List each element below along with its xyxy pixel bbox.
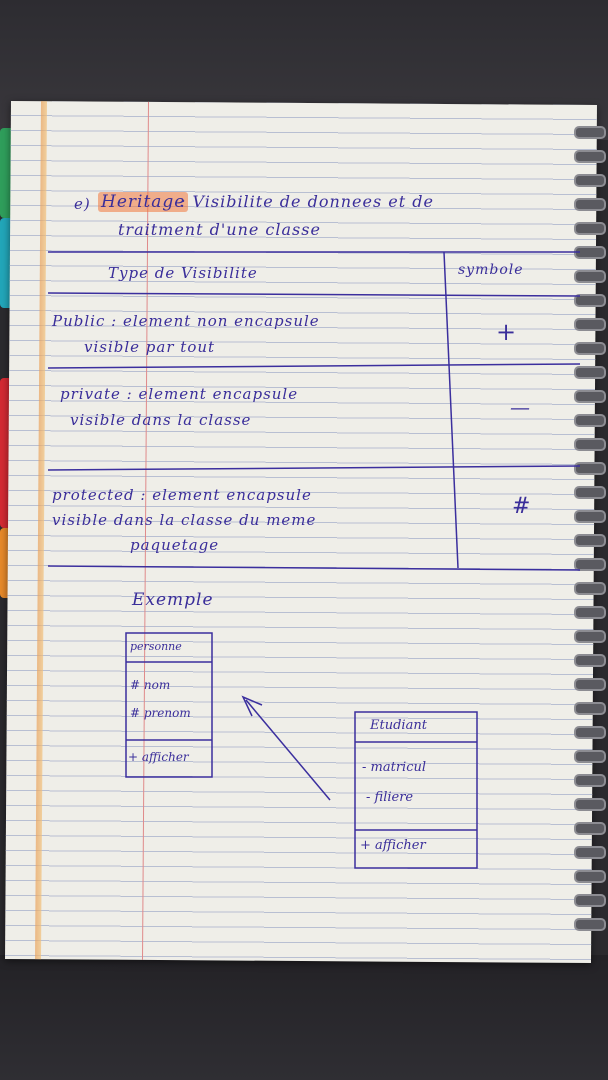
table-header-type: Type de Visibilite <box>108 264 258 282</box>
spiral-coil <box>574 678 606 691</box>
spiral-coil <box>574 822 606 835</box>
row-private-line2: visible dans la classe <box>70 411 252 429</box>
row-protected-symbol: # <box>512 494 532 519</box>
spiral-coil <box>574 534 606 547</box>
spiral-coil <box>574 894 606 907</box>
spiral-coil <box>574 606 606 619</box>
class-personne-name: personne <box>130 640 182 653</box>
class-personne-method1: + afficher <box>128 750 189 764</box>
row-public-line1: Public : element non encapsule <box>52 312 320 330</box>
spiral-coil <box>574 846 606 859</box>
spiral-binding <box>574 126 608 946</box>
row-protected-line1: protected : element encapsule <box>52 486 312 504</box>
class-etudiant-attr2: - filiere <box>366 790 414 805</box>
spiral-coil <box>574 390 606 403</box>
row-private-symbol: — <box>510 395 531 419</box>
spiral-coil <box>574 654 606 667</box>
spiral-coil <box>574 270 606 283</box>
spiral-coil <box>574 798 606 811</box>
class-etudiant-method1: + afficher <box>360 838 426 853</box>
spiral-coil <box>574 318 606 331</box>
spiral-coil <box>574 150 606 163</box>
spiral-coil <box>574 486 606 499</box>
spiral-coil <box>574 774 606 787</box>
spiral-coil <box>574 702 606 715</box>
spiral-coil <box>574 918 606 931</box>
spiral-coil <box>574 294 606 307</box>
example-label: Exemple <box>132 590 214 610</box>
row-private-line1: private : element encapsule <box>60 385 299 403</box>
spiral-coil <box>574 726 606 739</box>
table-header-symbol: symbole <box>458 262 524 278</box>
spiral-coil <box>574 462 606 475</box>
spiral-coil <box>574 582 606 595</box>
class-personne-attr2: # prenom <box>130 706 191 720</box>
spiral-coil <box>574 174 606 187</box>
spiral-coil <box>574 246 606 259</box>
page-edge <box>35 101 48 960</box>
spiral-coil <box>574 438 606 451</box>
heading-number: e) <box>74 195 91 213</box>
class-etudiant-name: Etudiant <box>370 718 427 733</box>
spiral-coil <box>574 414 606 427</box>
spiral-coil <box>574 366 606 379</box>
heading-subtitle-line2: traitment d'une classe <box>118 220 321 239</box>
heading-title-text: Heritage <box>98 192 189 212</box>
spiral-coil <box>574 510 606 523</box>
spiral-coil <box>574 750 606 763</box>
row-protected-line2: visible dans la classe du meme <box>52 511 317 529</box>
row-public-symbol: + <box>496 318 518 346</box>
heading-subtitle-line1: : Visibilite de donnees et de <box>180 192 434 211</box>
spiral-coil <box>574 342 606 355</box>
row-public-line2: visible par tout <box>84 338 216 356</box>
row-protected-line3: paquetage <box>130 536 220 554</box>
spiral-coil <box>574 630 606 643</box>
class-personne-attr1: # nom <box>130 678 171 692</box>
class-etudiant-attr1: - matricul <box>362 760 427 775</box>
spiral-coil <box>574 126 606 139</box>
spiral-coil <box>574 198 606 211</box>
background-bottom <box>0 955 608 1080</box>
spiral-coil <box>574 222 606 235</box>
spiral-coil <box>574 870 606 883</box>
heading-title: Heritage <box>98 192 189 212</box>
spiral-coil <box>574 558 606 571</box>
